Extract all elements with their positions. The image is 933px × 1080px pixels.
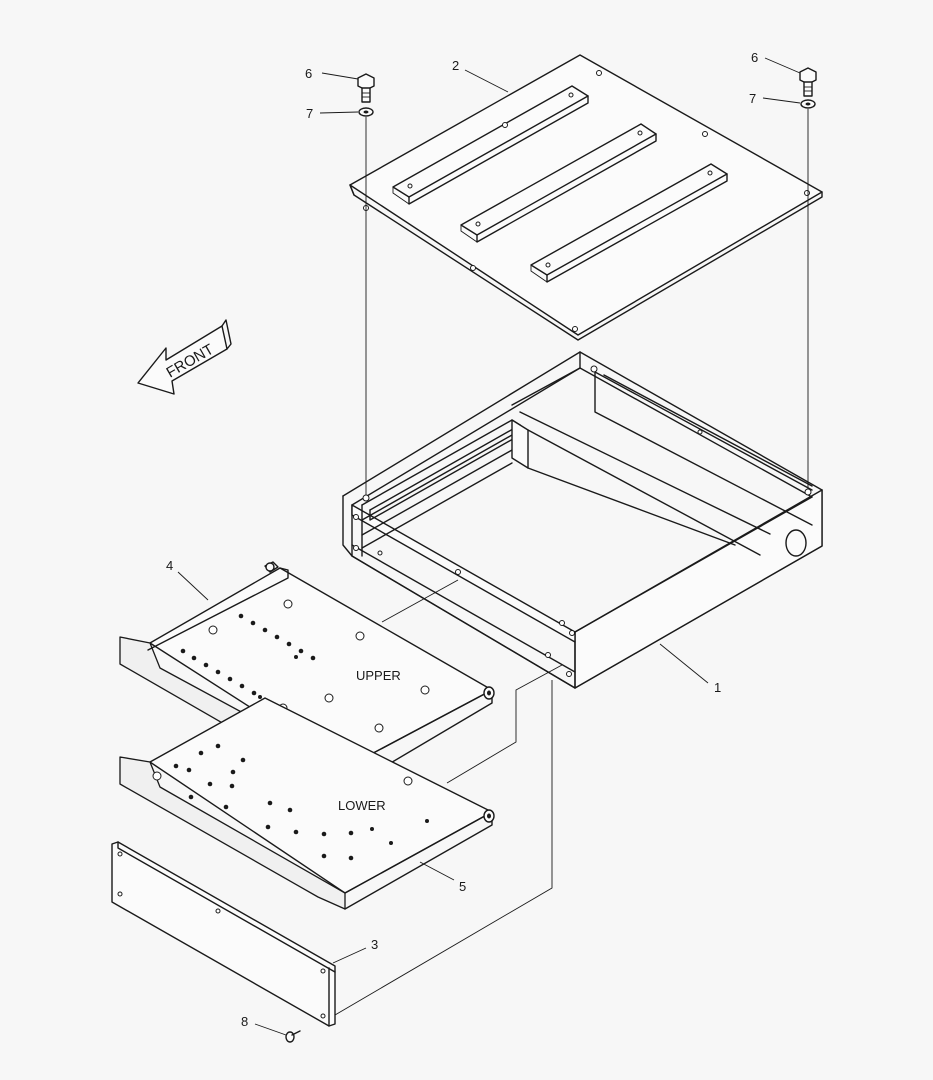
- upper-tray-roller: [483, 686, 495, 700]
- callout-4: 4: [166, 558, 173, 573]
- upper-tray-holes: [180, 613, 316, 699]
- callout-7-right: 7: [749, 91, 756, 106]
- callouts: 1 2 3 4 5 6 6 7 7 8: [166, 50, 801, 1036]
- upper-tray-label: UPPER: [356, 668, 401, 683]
- bolt-left: [357, 73, 375, 103]
- callout-7-left: 7: [306, 106, 313, 121]
- washer-right: [800, 99, 816, 109]
- cover-stiffener-channel: [460, 123, 657, 243]
- callout-8: 8: [241, 1014, 248, 1029]
- cover-stiffener-channel: [392, 85, 589, 205]
- front-direction-arrow: FRONT: [137, 319, 232, 395]
- lower-tray-holes: [173, 743, 429, 861]
- screw: [285, 1030, 301, 1043]
- washer-left: [358, 107, 374, 117]
- top-cover-plate: [349, 54, 823, 341]
- callout-3: 3: [371, 937, 378, 952]
- housing-frame: [342, 351, 823, 689]
- callout-5: 5: [459, 879, 466, 894]
- callout-1: 1: [714, 680, 721, 695]
- callout-6-left: 6: [305, 66, 312, 81]
- callout-6-right: 6: [751, 50, 758, 65]
- lower-tray-roller: [483, 809, 495, 823]
- callout-2: 2: [452, 58, 459, 73]
- cover-stiffener-channel: [530, 163, 728, 283]
- front-panel: [111, 841, 336, 1027]
- bolt-right: [799, 67, 817, 97]
- lower-tray: LOWER: [119, 697, 495, 910]
- lower-tray-label: LOWER: [338, 798, 386, 813]
